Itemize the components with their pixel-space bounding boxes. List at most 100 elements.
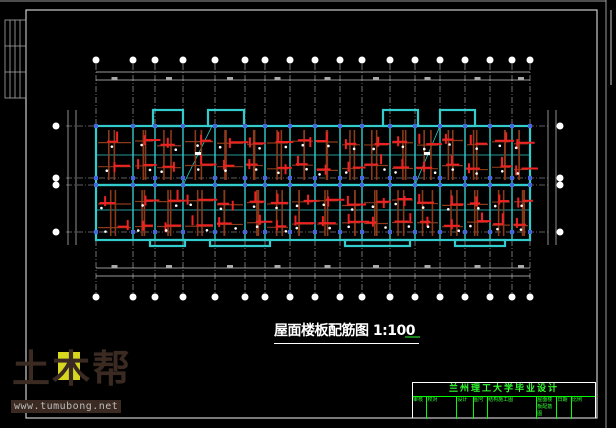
axis-bubble-top [211, 56, 219, 64]
column [131, 183, 135, 187]
binding-stamp [4, 19, 27, 99]
drawing-title: 屋面楼板配筋图 1:100 [274, 320, 419, 344]
column [94, 230, 98, 234]
dimension-text [424, 265, 431, 268]
rebar-label [426, 225, 430, 229]
dimension-text [424, 77, 431, 80]
column [413, 124, 417, 128]
column [213, 183, 217, 187]
rebar-label [352, 147, 356, 151]
axis-bubble-bottom [211, 293, 219, 301]
dimension-text [373, 77, 379, 80]
rebar-label [301, 143, 305, 147]
column [528, 183, 532, 187]
column [528, 124, 532, 128]
axis-bubble-bottom [286, 293, 294, 301]
rebar-label [255, 225, 259, 229]
axis-bubble-right [556, 181, 564, 189]
rebar-label [196, 144, 199, 147]
axis-bubble-top [486, 56, 494, 64]
column [488, 183, 492, 187]
column [131, 230, 135, 234]
rebar-label [371, 205, 375, 208]
watermark-url: www.tumubong.net [11, 400, 122, 413]
column [360, 183, 364, 187]
column [181, 176, 185, 180]
axis-bubble-top [358, 56, 366, 64]
column [288, 124, 292, 128]
rebar-label [328, 226, 331, 230]
axis-bubble-top [151, 56, 159, 64]
axis-bubble-top [461, 56, 469, 64]
rebar-label [498, 144, 502, 148]
axis-bubble-bottom [436, 293, 444, 301]
rebar-label [322, 203, 326, 207]
tb-cell: 审核 [413, 397, 428, 419]
axis-bubble-left [52, 228, 60, 236]
column [153, 183, 157, 187]
axis-bubble-top [311, 56, 319, 64]
column [488, 124, 492, 128]
rebar-label [295, 204, 299, 208]
rebar-label [469, 224, 472, 228]
column [338, 124, 342, 128]
column [438, 230, 442, 234]
drawing-frame [25, 9, 598, 419]
axis-bubble-bottom [261, 293, 269, 301]
rebar-label [407, 225, 411, 228]
column [313, 183, 317, 187]
column [438, 176, 442, 180]
dimension-text [111, 77, 118, 80]
axis-bubble-top [286, 56, 294, 64]
rebar-label [164, 229, 168, 232]
tb-cell: 屋面楼板配筋图 [537, 397, 558, 419]
column [510, 183, 514, 187]
rebar-label [234, 227, 237, 230]
axis-bubble-right [556, 122, 564, 130]
axis-bubble-top [179, 56, 187, 64]
column [413, 176, 417, 180]
column [94, 176, 98, 180]
tb-cell: 图号 [474, 397, 489, 419]
rebar-label [110, 145, 114, 148]
column [463, 124, 467, 128]
rebar-label [516, 172, 520, 175]
axis-bubble-left [52, 122, 60, 130]
axis-bubble-bottom [336, 293, 344, 301]
dimension-text [474, 265, 481, 268]
axis-bubble-bottom [461, 293, 469, 301]
axis-bubble-bottom [129, 293, 137, 301]
rebar-label [422, 147, 426, 151]
rebar-label [174, 148, 178, 152]
title-block: 兰州理工大学毕业设计 审核 校对 设计 图号 结构施工图 屋面楼板配筋图 日期 … [412, 382, 596, 419]
tb-cell: 日期 [557, 397, 572, 419]
column [243, 176, 247, 180]
rebar-label [224, 169, 227, 172]
column [338, 183, 342, 187]
rebar-label [219, 207, 223, 211]
rebar-label [327, 144, 330, 148]
column [463, 183, 467, 187]
column [94, 124, 98, 128]
column [153, 124, 157, 128]
column [338, 230, 342, 234]
rebar-label [457, 229, 461, 232]
wall-outline [206, 108, 246, 128]
column [263, 183, 267, 187]
stair-line [414, 125, 441, 186]
dimension-text [373, 265, 379, 268]
wall-outline [343, 238, 412, 248]
column [360, 124, 364, 128]
column [528, 230, 532, 234]
column [263, 230, 267, 234]
axis-bubble-top [508, 56, 516, 64]
axis-bubble-top [526, 56, 534, 64]
dimension-text [166, 265, 172, 268]
column [313, 124, 317, 128]
column [213, 230, 217, 234]
column [360, 176, 364, 180]
tb-cell: 设计 [457, 397, 474, 419]
wall-outline [208, 238, 272, 248]
rebar-label [196, 168, 200, 171]
